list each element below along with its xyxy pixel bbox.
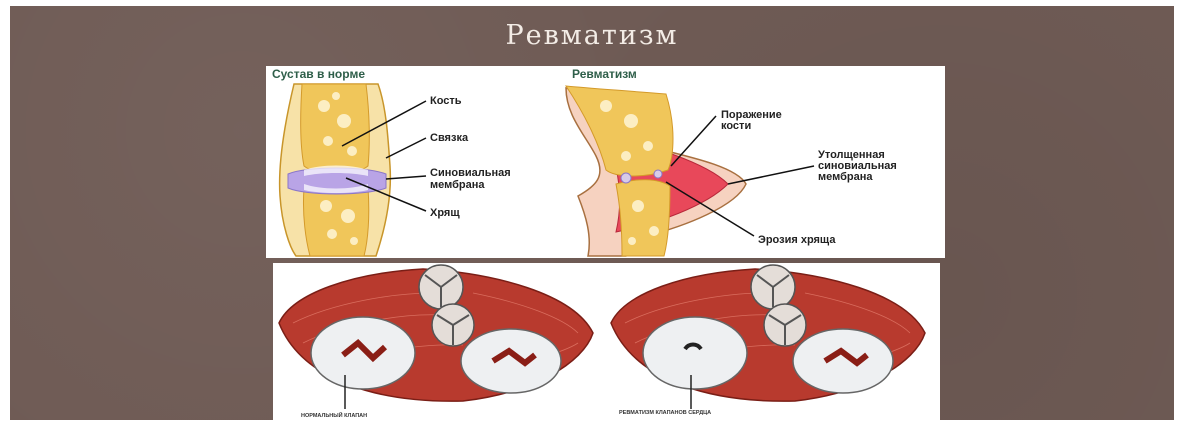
normal-joint-heading: Сустав в норме [272,67,365,81]
joint-illustration: Сустав в норме Ревматизм [266,66,945,258]
joint-comparison-figure: Сустав в норме Ревматизм [266,66,945,258]
slide-title: Ревматизм [10,20,1174,51]
label-bone-damage-line2: кости [721,120,751,132]
label-ligament: Связка [430,132,469,144]
heart-valve-illustration: НОРМАЛЬНЫЙ КЛАПАН РЕВМАТИЗМ КЛА [273,263,940,423]
label-membrane-line2: мембрана [430,179,485,191]
label-cartilage-erosion: Эрозия хряща [758,234,836,246]
rheumatism-joint-heading: Ревматизм [572,67,637,81]
normal-joint-drawing [280,84,391,256]
rheumatism-valve-drawing [611,265,925,409]
rheumatism-valve-caption: РЕВМАТИЗМ КЛАПАНОВ СЕРДЦА [619,410,711,416]
label-cartilage: Хрящ [430,207,460,219]
label-thick-membrane-line3: мембрана [818,171,873,183]
normal-valve-caption: НОРМАЛЬНЫЙ КЛАПАН [301,411,367,419]
label-membrane-line1: Синовиальная [430,167,511,179]
slide: Ревматизм Сустав в норме Ревматизм [10,6,1174,420]
rheumatism-joint-drawing [566,86,746,256]
normal-valve-drawing [279,265,593,409]
heart-valve-figure: НОРМАЛЬНЫЙ КЛАПАН РЕВМАТИЗМ КЛА [273,263,940,423]
label-bone: Кость [430,95,462,107]
